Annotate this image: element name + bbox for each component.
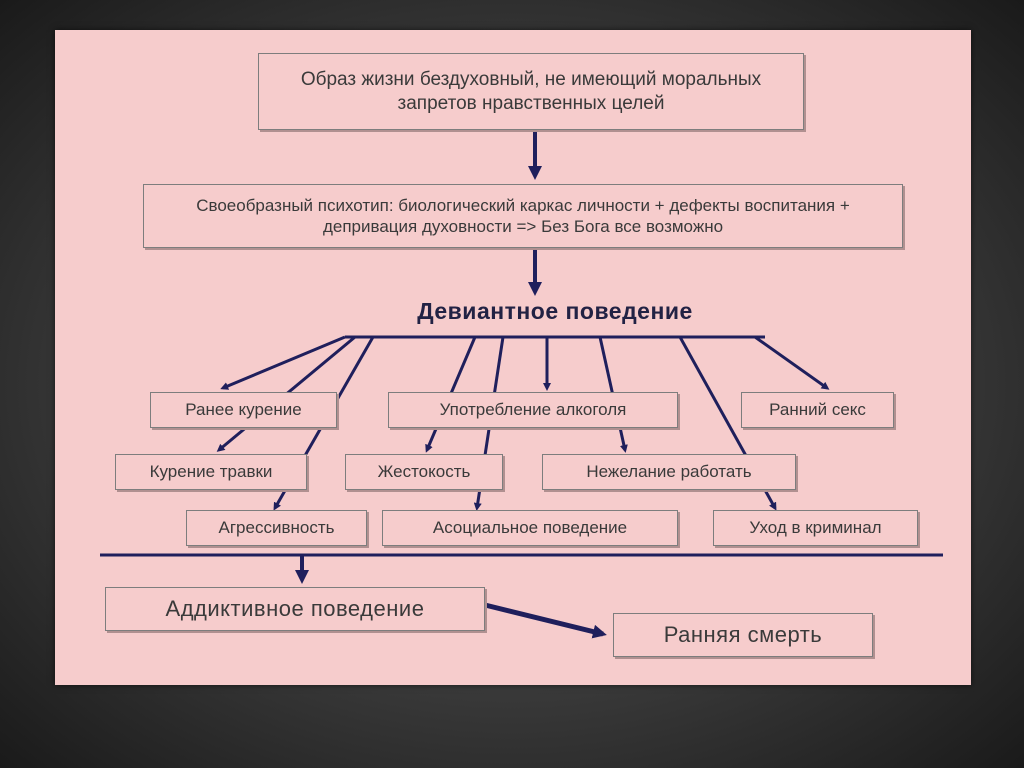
aggression-box: Агрессивность [186, 510, 367, 546]
early-sex-box: Ранний секс [741, 392, 894, 428]
crime-text: Уход в криминал [749, 518, 882, 538]
asocial-box: Асоциальное поведение [382, 510, 678, 546]
top-box: Образ жизни бездуховный, не имеющий мора… [258, 53, 804, 130]
weed-box: Курение травки [115, 454, 307, 490]
alcohol-box: Употребление алкоголя [388, 392, 678, 428]
unwilling-work-box: Нежелание работать [542, 454, 796, 490]
psychotype-box: Своеобразный психотип: биологический кар… [143, 184, 903, 248]
early-sex-text: Ранний секс [769, 400, 866, 420]
arrow-to-early-sex [754, 335, 830, 390]
crime-box: Уход в криминал [713, 510, 918, 546]
alcohol-text: Употребление алкоголя [439, 400, 627, 420]
early-smoking-box: Ранее курение [150, 392, 337, 428]
asocial-text: Асоциальное поведение [432, 518, 628, 538]
addictive-box: Аддиктивное поведение [105, 587, 485, 631]
weed-text: Курение травки [149, 462, 273, 482]
psychotype-box-text: Своеобразный психотип: биологический кар… [196, 195, 850, 236]
slide: Образ жизни бездуховный, не имеющий мора… [55, 30, 971, 685]
aggression-text: Агрессивность [218, 518, 335, 538]
arrow-to-death [484, 602, 607, 639]
addictive-text: Аддиктивное поведение [165, 596, 425, 622]
death-text: Ранняя смерть [663, 622, 823, 648]
unwilling-work-text: Нежелание работать [586, 462, 752, 482]
cruelty-text: Жестокость [377, 462, 471, 482]
death-box: Ранняя смерть [613, 613, 873, 657]
top-box-text: Образ жизни бездуховный, не имеющий мора… [300, 68, 762, 114]
arrow-to-early-smoking [220, 335, 346, 390]
early-smoking-text: Ранее курение [185, 400, 302, 420]
cruelty-box: Жестокость [345, 454, 503, 490]
deviant-heading: Девиантное поведение [417, 298, 693, 324]
